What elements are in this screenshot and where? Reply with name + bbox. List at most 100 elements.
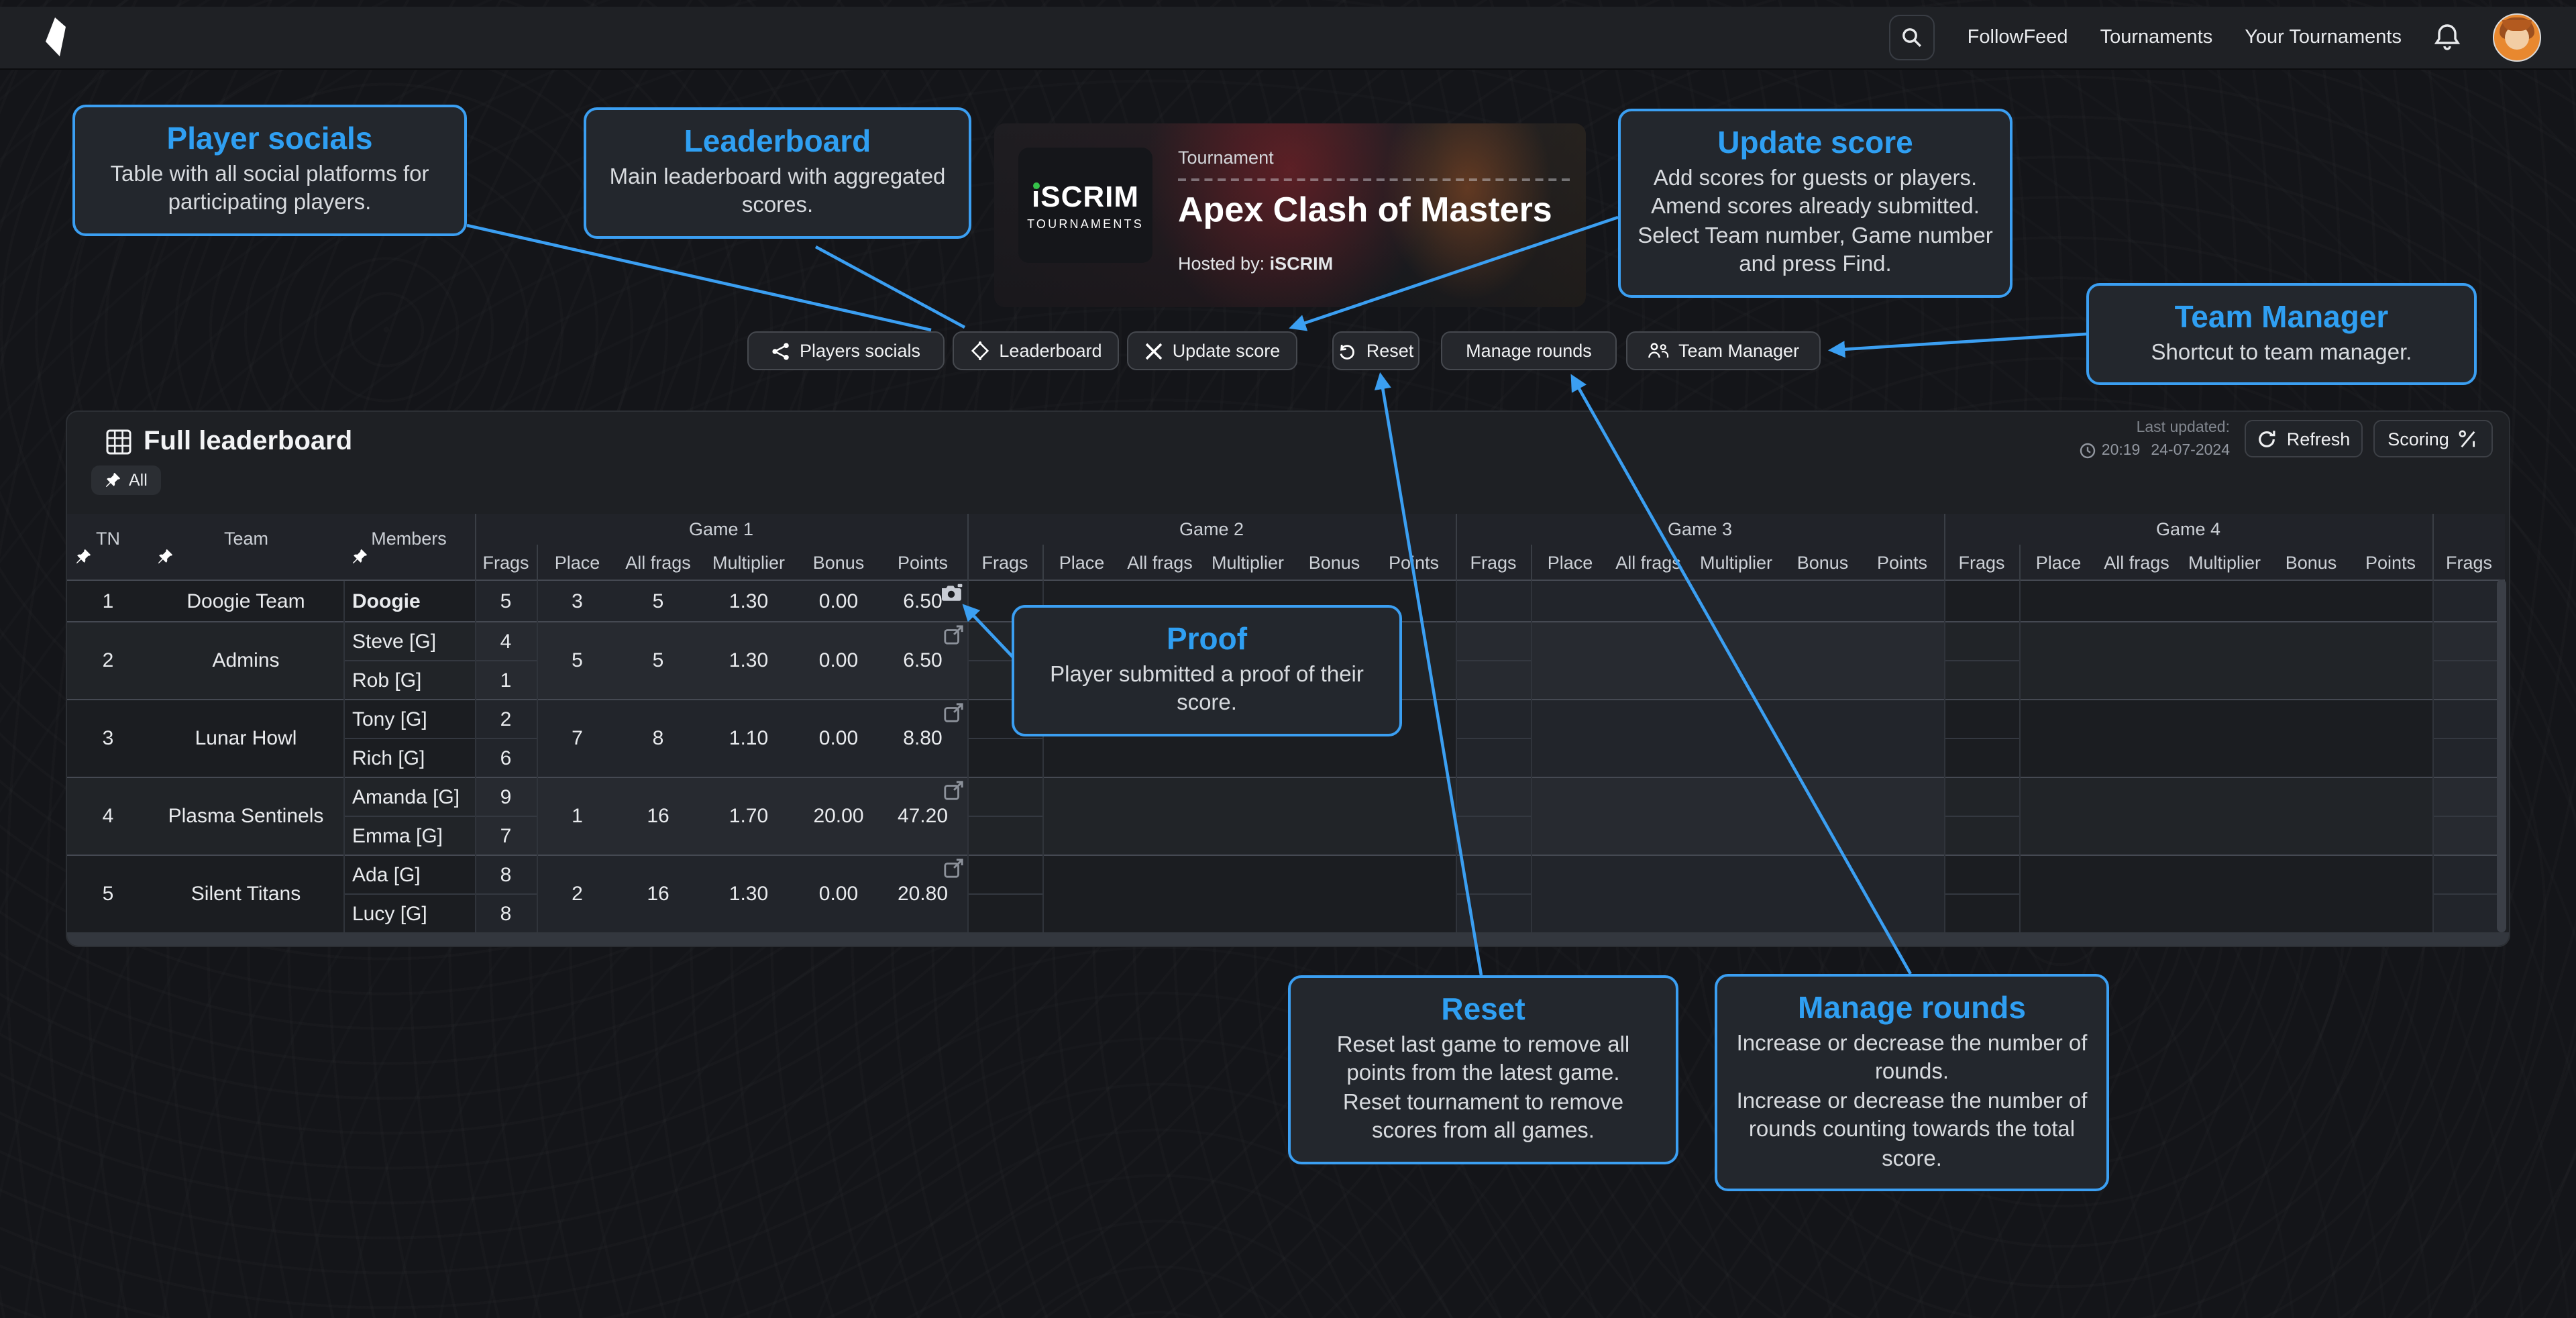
cell-empty: [2019, 777, 2097, 855]
cell-frags: [1455, 816, 1531, 855]
table-grid-icon: [106, 429, 131, 455]
players-socials-button[interactable]: Players socials: [747, 331, 945, 370]
cell-points: 20.80: [879, 855, 967, 933]
cell-empty: [2273, 777, 2349, 855]
cell-empty: [1609, 777, 1688, 855]
cell-member: Amanda [G]: [343, 777, 475, 816]
edit-score-icon[interactable]: [943, 703, 963, 723]
cell-all-frags: 16: [617, 855, 699, 933]
callout-body: Shortcut to team manager.: [2151, 341, 2412, 365]
cell-frags: [1455, 738, 1531, 777]
cell-frags: [1943, 699, 2019, 738]
banner-divider: [1178, 178, 1570, 181]
nav-item-followfeed[interactable]: FollowFeed: [1967, 27, 2068, 48]
cell-empty: [2019, 621, 2097, 700]
cell-empty: [1861, 621, 1944, 700]
cell-empty: [1784, 580, 1861, 622]
cell-empty: [1688, 855, 1784, 933]
cell-empty: [1688, 699, 1784, 777]
cell-empty: [1861, 855, 1944, 933]
cell-frags: [1943, 893, 2019, 933]
cell-empty: [2349, 621, 2432, 700]
pin-icon: [158, 549, 172, 563]
edit-score-icon[interactable]: [943, 625, 963, 645]
cell-member: Rich [G]: [343, 738, 475, 777]
cell-frags: [1943, 660, 2019, 700]
cell-frags: [1943, 855, 2019, 894]
pin-icon: [352, 549, 367, 563]
callout-body: Table with all social platforms for part…: [110, 162, 429, 215]
share-icon: [771, 341, 790, 360]
cell-empty: [1609, 580, 1688, 622]
callout-player-socials: Player socials Table with all social pla…: [72, 105, 467, 236]
game-group-header-cut: [2432, 514, 2505, 545]
subcolumn-header: Points: [1373, 545, 1456, 580]
update-score-button[interactable]: Update score: [1127, 331, 1297, 370]
cell-team: Silent Titans: [149, 855, 343, 933]
refresh-button[interactable]: Refresh: [2245, 420, 2363, 457]
cell-empty: [1530, 580, 1609, 622]
subcolumn-header: Multiplier: [1688, 545, 1784, 580]
column-header-team[interactable]: Team: [149, 514, 343, 580]
reset-button[interactable]: Reset: [1332, 331, 1419, 370]
last-updated: Last updated: 20:19 24-07-2024: [2080, 417, 2230, 462]
column-label: Team: [223, 529, 268, 549]
tournament-banner: iSCRIM TOURNAMENTS Tournament Apex Clash…: [994, 123, 1586, 307]
cell-empty: [2176, 777, 2273, 855]
cell-place: 7: [536, 699, 617, 777]
cell-frags: [2432, 893, 2505, 933]
column-header-members[interactable]: Members: [343, 514, 475, 580]
subcolumn-header: All frags: [1609, 545, 1688, 580]
percent-icon: [2459, 429, 2476, 447]
team-manager-button[interactable]: Team Manager: [1626, 331, 1821, 370]
notifications-bell-icon[interactable]: [2434, 23, 2461, 52]
leaderboard-button[interactable]: Leaderboard: [953, 331, 1119, 370]
cell-place: 5: [536, 621, 617, 700]
vertical-scrollbar[interactable]: [2497, 580, 2506, 932]
search-button[interactable]: [1889, 15, 1935, 60]
manage-rounds-button[interactable]: Manage rounds: [1441, 331, 1617, 370]
hosted-by: Hosted by: iSCRIM: [1178, 254, 1334, 274]
cell-frags: [1455, 855, 1531, 894]
edit-score-icon[interactable]: [943, 781, 963, 801]
cell-frags: 4: [474, 621, 537, 661]
cell-frags: [967, 893, 1042, 933]
callout-reset: Reset Reset last game to remove all poin…: [1288, 975, 1678, 1164]
cell-frags: 1: [474, 660, 537, 700]
subcolumn-header: All frags: [2097, 545, 2176, 580]
cell-member: Tony [G]: [343, 699, 475, 738]
callout-team-manager: Team Manager Shortcut to team manager.: [2086, 283, 2477, 386]
cell-frags: [2432, 777, 2505, 816]
cell-empty: [1861, 777, 1944, 855]
cell-frags: 6: [474, 738, 537, 777]
nav-item-tournaments[interactable]: Tournaments: [2100, 27, 2213, 48]
brand-logo-icon[interactable]: [40, 17, 70, 58]
callout-body: Main leaderboard with aggregated scores.: [609, 165, 946, 218]
cell-frags: 7: [474, 816, 537, 855]
nav-item-your-tournaments[interactable]: Your Tournaments: [2245, 27, 2402, 48]
subcolumn-header: Place: [1530, 545, 1609, 580]
cell-multiplier: 1.30: [699, 855, 798, 933]
scoring-button[interactable]: Scoring: [2373, 420, 2493, 457]
cell-team: Admins: [149, 621, 343, 700]
user-avatar[interactable]: [2493, 13, 2541, 62]
cell-member: Rob [G]: [343, 660, 475, 700]
cell-empty: [2019, 580, 2097, 622]
tournament-title: Apex Clash of Masters: [1178, 189, 1552, 229]
column-header-tn[interactable]: TN: [67, 514, 149, 580]
cell-place: 2: [536, 855, 617, 933]
button-label: Manage rounds: [1466, 341, 1592, 361]
cell-frags: [2432, 816, 2505, 855]
edit-score-icon[interactable]: [943, 859, 963, 879]
callout-body: Add scores for guests or players. Amend …: [1638, 166, 1993, 277]
column-label: TN: [96, 529, 120, 549]
horizontal-scrollbar[interactable]: [67, 932, 2509, 946]
button-label: Leaderboard: [999, 341, 1102, 361]
callout-title: Team Manager: [2174, 299, 2389, 334]
filter-all-chip[interactable]: All: [91, 465, 161, 495]
callout-title: Leaderboard: [684, 123, 871, 158]
proof-camera-icon[interactable]: [940, 584, 963, 602]
subcolumn-header: Points: [1861, 545, 1944, 580]
cell-frags: 9: [474, 777, 537, 816]
